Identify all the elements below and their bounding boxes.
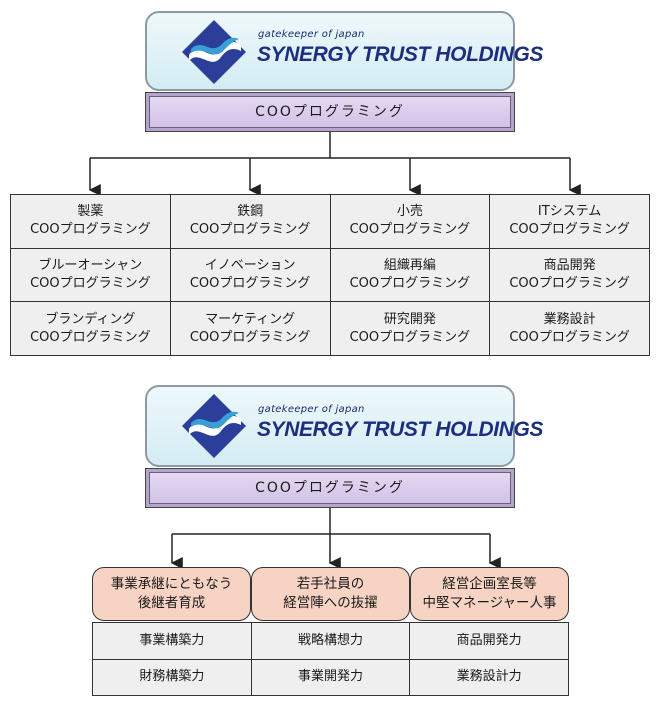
brand-tagline: gatekeeper of japan <box>258 404 365 415</box>
synergy-logo-icon <box>182 394 246 458</box>
bottom-logo-box: gatekeeper of japan SYNERGY TRUST HOLDIN… <box>145 385 543 467</box>
bottom-coo-bar: COOプログラミング <box>145 468 515 508</box>
bottom-coo-label: COOプログラミング <box>255 480 405 496</box>
bottom-skill-grid: 事業構築力 戦略構想力 商品開発力 財務構築力 事業開発力 業務設計力 <box>92 622 569 696</box>
purpose-box-young-staff: 若手社員の 経営陣への抜擢 <box>251 567 410 621</box>
top-coo-label: COOプログラミング <box>255 104 405 120</box>
synergy-logo-icon <box>182 20 246 84</box>
purpose-box-middle-manager: 経営企画室長等 中堅マネージャー人事 <box>410 567 569 621</box>
purpose-box-succession: 事業承継にともなう 後継者育成 <box>92 567 251 621</box>
skill-cell: 業務設計力 <box>410 659 569 696</box>
skill-cell: 財務構築力 <box>93 659 252 696</box>
skill-cell: 事業開発力 <box>251 659 411 696</box>
top-logo-box: gatekeeper of japan SYNERGY TRUST HOLDIN… <box>145 11 543 91</box>
brand-name: SYNERGY TRUST HOLDINGS <box>257 418 544 441</box>
skill-cell: 事業構築力 <box>93 623 252 660</box>
brand-tagline: gatekeeper of japan <box>258 29 365 40</box>
top-coo-bar: COOプログラミング <box>145 92 515 132</box>
skill-cell: 戦略構想力 <box>251 623 411 660</box>
brand-name: SYNERGY TRUST HOLDINGS <box>257 43 544 66</box>
skill-cell: 商品開発力 <box>410 623 569 660</box>
